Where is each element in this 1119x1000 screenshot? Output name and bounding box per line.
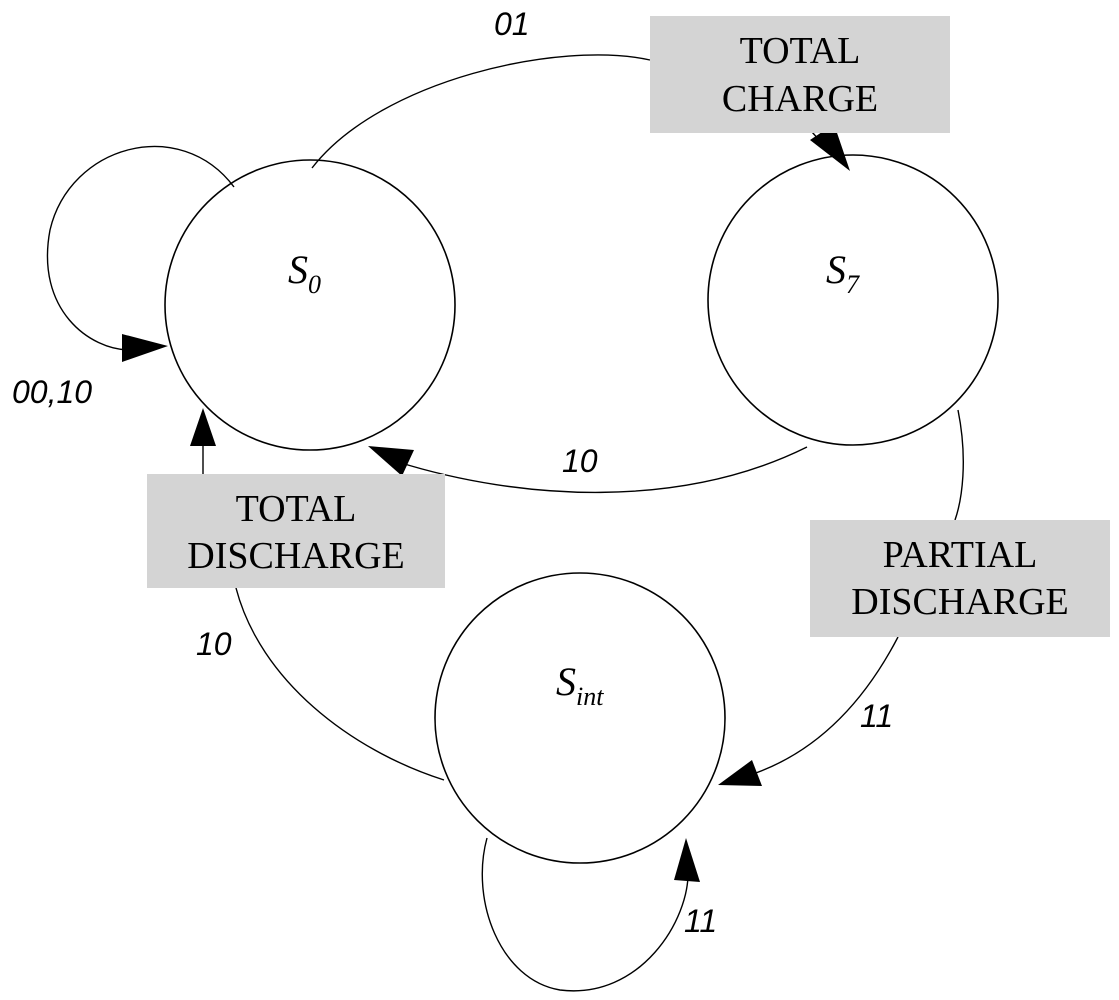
total-discharge-box: TOTAL DISCHARGE — [147, 474, 445, 588]
state-s7-label: S7 — [826, 247, 860, 299]
partial-discharge-line-1: PARTIAL — [883, 534, 1038, 576]
total-discharge-line-2: DISCHARGE — [187, 535, 404, 577]
label-s7-to-sint: 11 — [860, 698, 893, 734]
sint-to-s0-arrowhead — [190, 408, 216, 446]
s7-to-sint-arrowhead — [718, 760, 762, 786]
s0-to-s7-arrowhead — [810, 124, 850, 171]
total-charge-box-bg — [650, 16, 950, 133]
state-s0-label-sub: 0 — [308, 270, 321, 299]
s0-self-loop-arrowhead — [122, 334, 168, 362]
total-discharge-box-bg — [147, 474, 445, 588]
label-s7-to-s0: 10 — [562, 443, 598, 479]
s7-to-s0-edge — [397, 446, 808, 494]
state-s0 — [164, 159, 456, 451]
state-sint-label-sub: int — [576, 682, 604, 711]
s7-to-sint-edge — [954, 409, 964, 521]
s7-to-s0-arrowhead — [368, 446, 414, 476]
label-sint-to-s0: 10 — [196, 626, 232, 662]
sint-self-loop-arrowhead — [674, 838, 700, 882]
total-charge-line-1: TOTAL — [740, 30, 861, 72]
state-sint-label: Sint — [556, 659, 604, 711]
state-s7-label-sub: 7 — [846, 270, 860, 299]
s0-self-loop — [46, 145, 235, 351]
state-s0-label: S0 — [288, 247, 321, 299]
partial-discharge-box: PARTIAL DISCHARGE — [810, 520, 1110, 637]
state-sint-label-base: S — [556, 659, 576, 704]
label-sint-self: 11 — [684, 903, 717, 939]
s7-to-sint-edge-lower — [749, 636, 899, 776]
total-discharge-line-1: TOTAL — [236, 488, 357, 530]
sint-self-loop — [481, 837, 689, 992]
state-s7 — [707, 154, 999, 446]
total-charge-line-2: CHARGE — [722, 78, 878, 120]
partial-discharge-box-bg — [810, 520, 1110, 637]
total-charge-box: TOTAL CHARGE — [650, 16, 950, 133]
state-s0-label-base: S — [288, 247, 308, 292]
partial-discharge-line-2: DISCHARGE — [851, 581, 1068, 623]
state-s7-label-base: S — [826, 247, 846, 292]
s0-to-s7-edge — [311, 54, 651, 169]
label-s0-to-s7: 01 — [494, 6, 530, 42]
sint-to-s0-edge — [235, 587, 445, 781]
state-sint — [434, 572, 726, 864]
label-s0-self: 00,10 — [12, 374, 92, 410]
